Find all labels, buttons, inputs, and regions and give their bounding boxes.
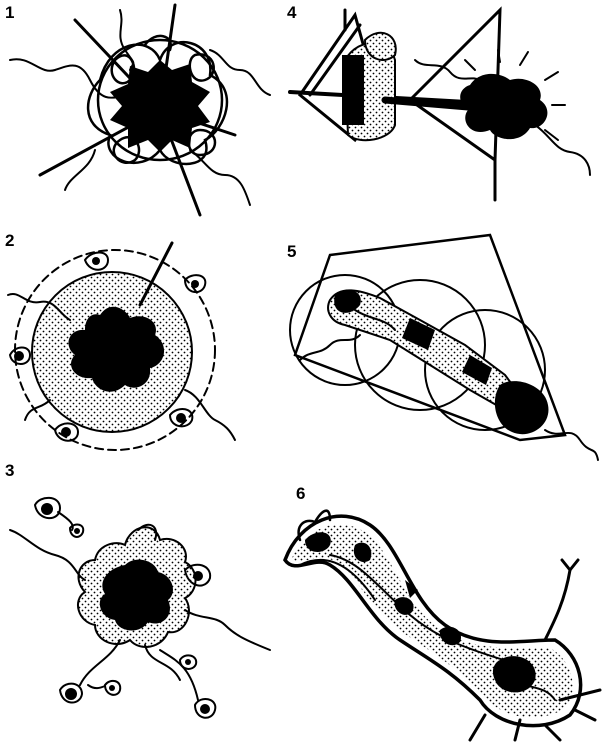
panel-5-drawing bbox=[290, 235, 598, 460]
panel-1-number: 1 bbox=[5, 4, 14, 21]
panel-6-stippled-interior bbox=[292, 524, 573, 717]
panel-4-dark-blob bbox=[460, 74, 547, 139]
panel-4-number: 4 bbox=[287, 4, 296, 21]
panel-4-drawing bbox=[290, 10, 590, 200]
panel-4-dark-block bbox=[342, 55, 364, 125]
panel-5-stippled-chain bbox=[328, 290, 520, 410]
panel-5-number: 5 bbox=[287, 243, 296, 260]
panel-6-number: 6 bbox=[296, 485, 305, 502]
panel-2-number: 2 bbox=[5, 232, 14, 249]
panel-1-drawing bbox=[10, 5, 270, 215]
panel-2-drawing bbox=[8, 243, 235, 450]
panel-3-drawing bbox=[10, 498, 270, 718]
panel-3-number: 3 bbox=[5, 462, 14, 479]
panel-6-drawing bbox=[285, 511, 600, 740]
